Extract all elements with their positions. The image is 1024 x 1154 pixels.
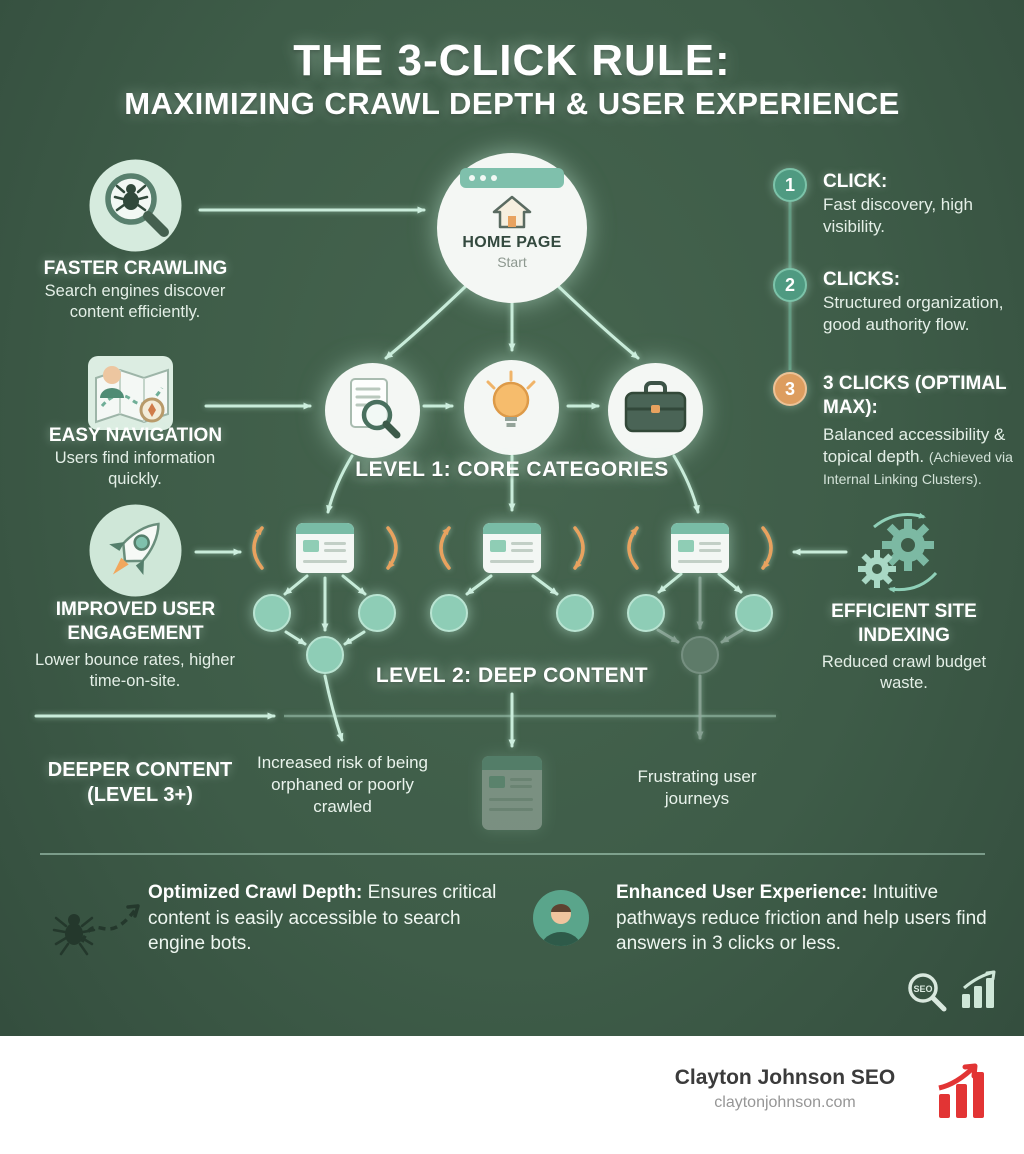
page-subtitle: MAXIMIZING CRAWL DEPTH & USER EXPERIENCE [124,86,900,121]
orphaned-content-node [681,636,719,674]
orphaned-risk-text: Increased risk of being orphaned or poor… [256,753,429,817]
gears-icon [858,512,938,593]
deep-content-node [430,594,468,632]
step-3-body: Balanced accessibility & topical depth. … [823,424,1019,490]
level1-node-services [608,363,703,458]
level1-label: LEVEL 1: CORE CATEGORIES [355,458,669,481]
lightbulb-icon [486,370,536,427]
browser-bar [460,168,564,188]
level2-page-icon [671,523,729,573]
user-engagement-body: Lower bounce rates, higher time-on-site. [35,651,235,691]
crawler-spider-icon [52,904,140,956]
brand-logo-chart-icon [938,1063,984,1118]
browser-dot [491,175,497,181]
easy-navigation-heading: EASY NAVIGATION [48,425,223,446]
crawl-depth-text: Ensures critical content is easily acces… [148,882,497,955]
section-divider [40,853,985,855]
user-avatar-icon [533,890,589,946]
level1-node-docs [325,363,420,458]
deep-content-node [735,594,773,632]
home-page-node: HOME PAGE Start [437,153,587,303]
step-3-badge: 3 [773,372,807,406]
growth-chart-icon [962,970,996,1008]
crawler-magnifier-icon [89,159,182,252]
home-icon [492,195,532,229]
step-2-heading: CLICKS: [823,269,901,290]
browser-dot [469,175,475,181]
seo-magnifier-icon: SEO [908,973,947,1012]
brand-name: Clayton Johnson SEO [674,1066,896,1089]
deeper-content-heading: DEEPER CONTENT (LEVEL 3+) [47,759,233,806]
level2-page-icon [483,523,541,573]
step-1-body: Fast discovery, high visibility. [823,195,973,237]
deep-content-node [358,594,396,632]
step-1-heading: CLICK: [823,171,888,192]
site-indexing-body: Reduced crawl budget waste. [821,653,987,693]
seo-badge-text: SEO [913,984,932,994]
deep-content-node [627,594,665,632]
step-3-body-text: Balanced accessibility & topical depth. [823,425,1006,467]
step-2-body: Structured organization, good authority … [823,293,1004,335]
home-label: HOME PAGE [462,234,562,251]
site-indexing-heading: EFFICIENT SITE INDEXING [831,601,977,646]
navigation-map-icon [88,356,173,430]
level2-page-icon [296,523,354,573]
home-sublabel: Start [497,254,527,270]
document-magnifier-icon [350,378,401,439]
step-1-badge: 1 [773,168,807,202]
level2-label: LEVEL 2: DEEP CONTENT [375,664,649,687]
step-3-heading: 3 CLICKS (OPTIMAL MAX): [823,373,1007,418]
crawl-depth-lead: Optimized Crawl Depth: [148,882,363,903]
user-engagement-heading: IMPROVED USER ENGAGEMENT [55,599,216,644]
easy-navigation-body: Users find information quickly. [54,449,216,489]
diagram-connectors [34,202,848,748]
rocket-icon [89,504,182,597]
deep-content-node [556,594,594,632]
brand-url: claytonjohnson.com [714,1094,856,1111]
briefcase-icon [624,381,687,433]
step-2-badge: 2 [773,268,807,302]
crawl-depth-callout: Optimized Crawl Depth: Ensures critical … [148,880,500,957]
user-experience-callout: Enhanced User Experience: Intuitive path… [616,880,998,957]
faster-crawling-heading: FASTER CRAWLING [43,258,228,279]
faster-crawling-body: Search engines discover content efficien… [44,282,226,322]
footer: Clayton Johnson SEO claytonjohnson.com [0,1036,1024,1154]
frustrating-journeys-text: Frustrating user journeys [637,767,757,809]
browser-dot [480,175,486,181]
user-experience-lead: Enhanced User Experience: [616,882,868,903]
deep-content-node [253,594,291,632]
deep-content-node [306,636,344,674]
step-3-note: (Achieved via Internal Linking Clusters)… [823,449,1013,488]
level1-node-ideas [464,360,559,455]
ghost-page-icon [482,756,542,830]
user-experience-text: Intuitive pathways reduce friction and h… [616,882,987,955]
page-title: THE 3-CLICK RULE: [293,36,731,85]
